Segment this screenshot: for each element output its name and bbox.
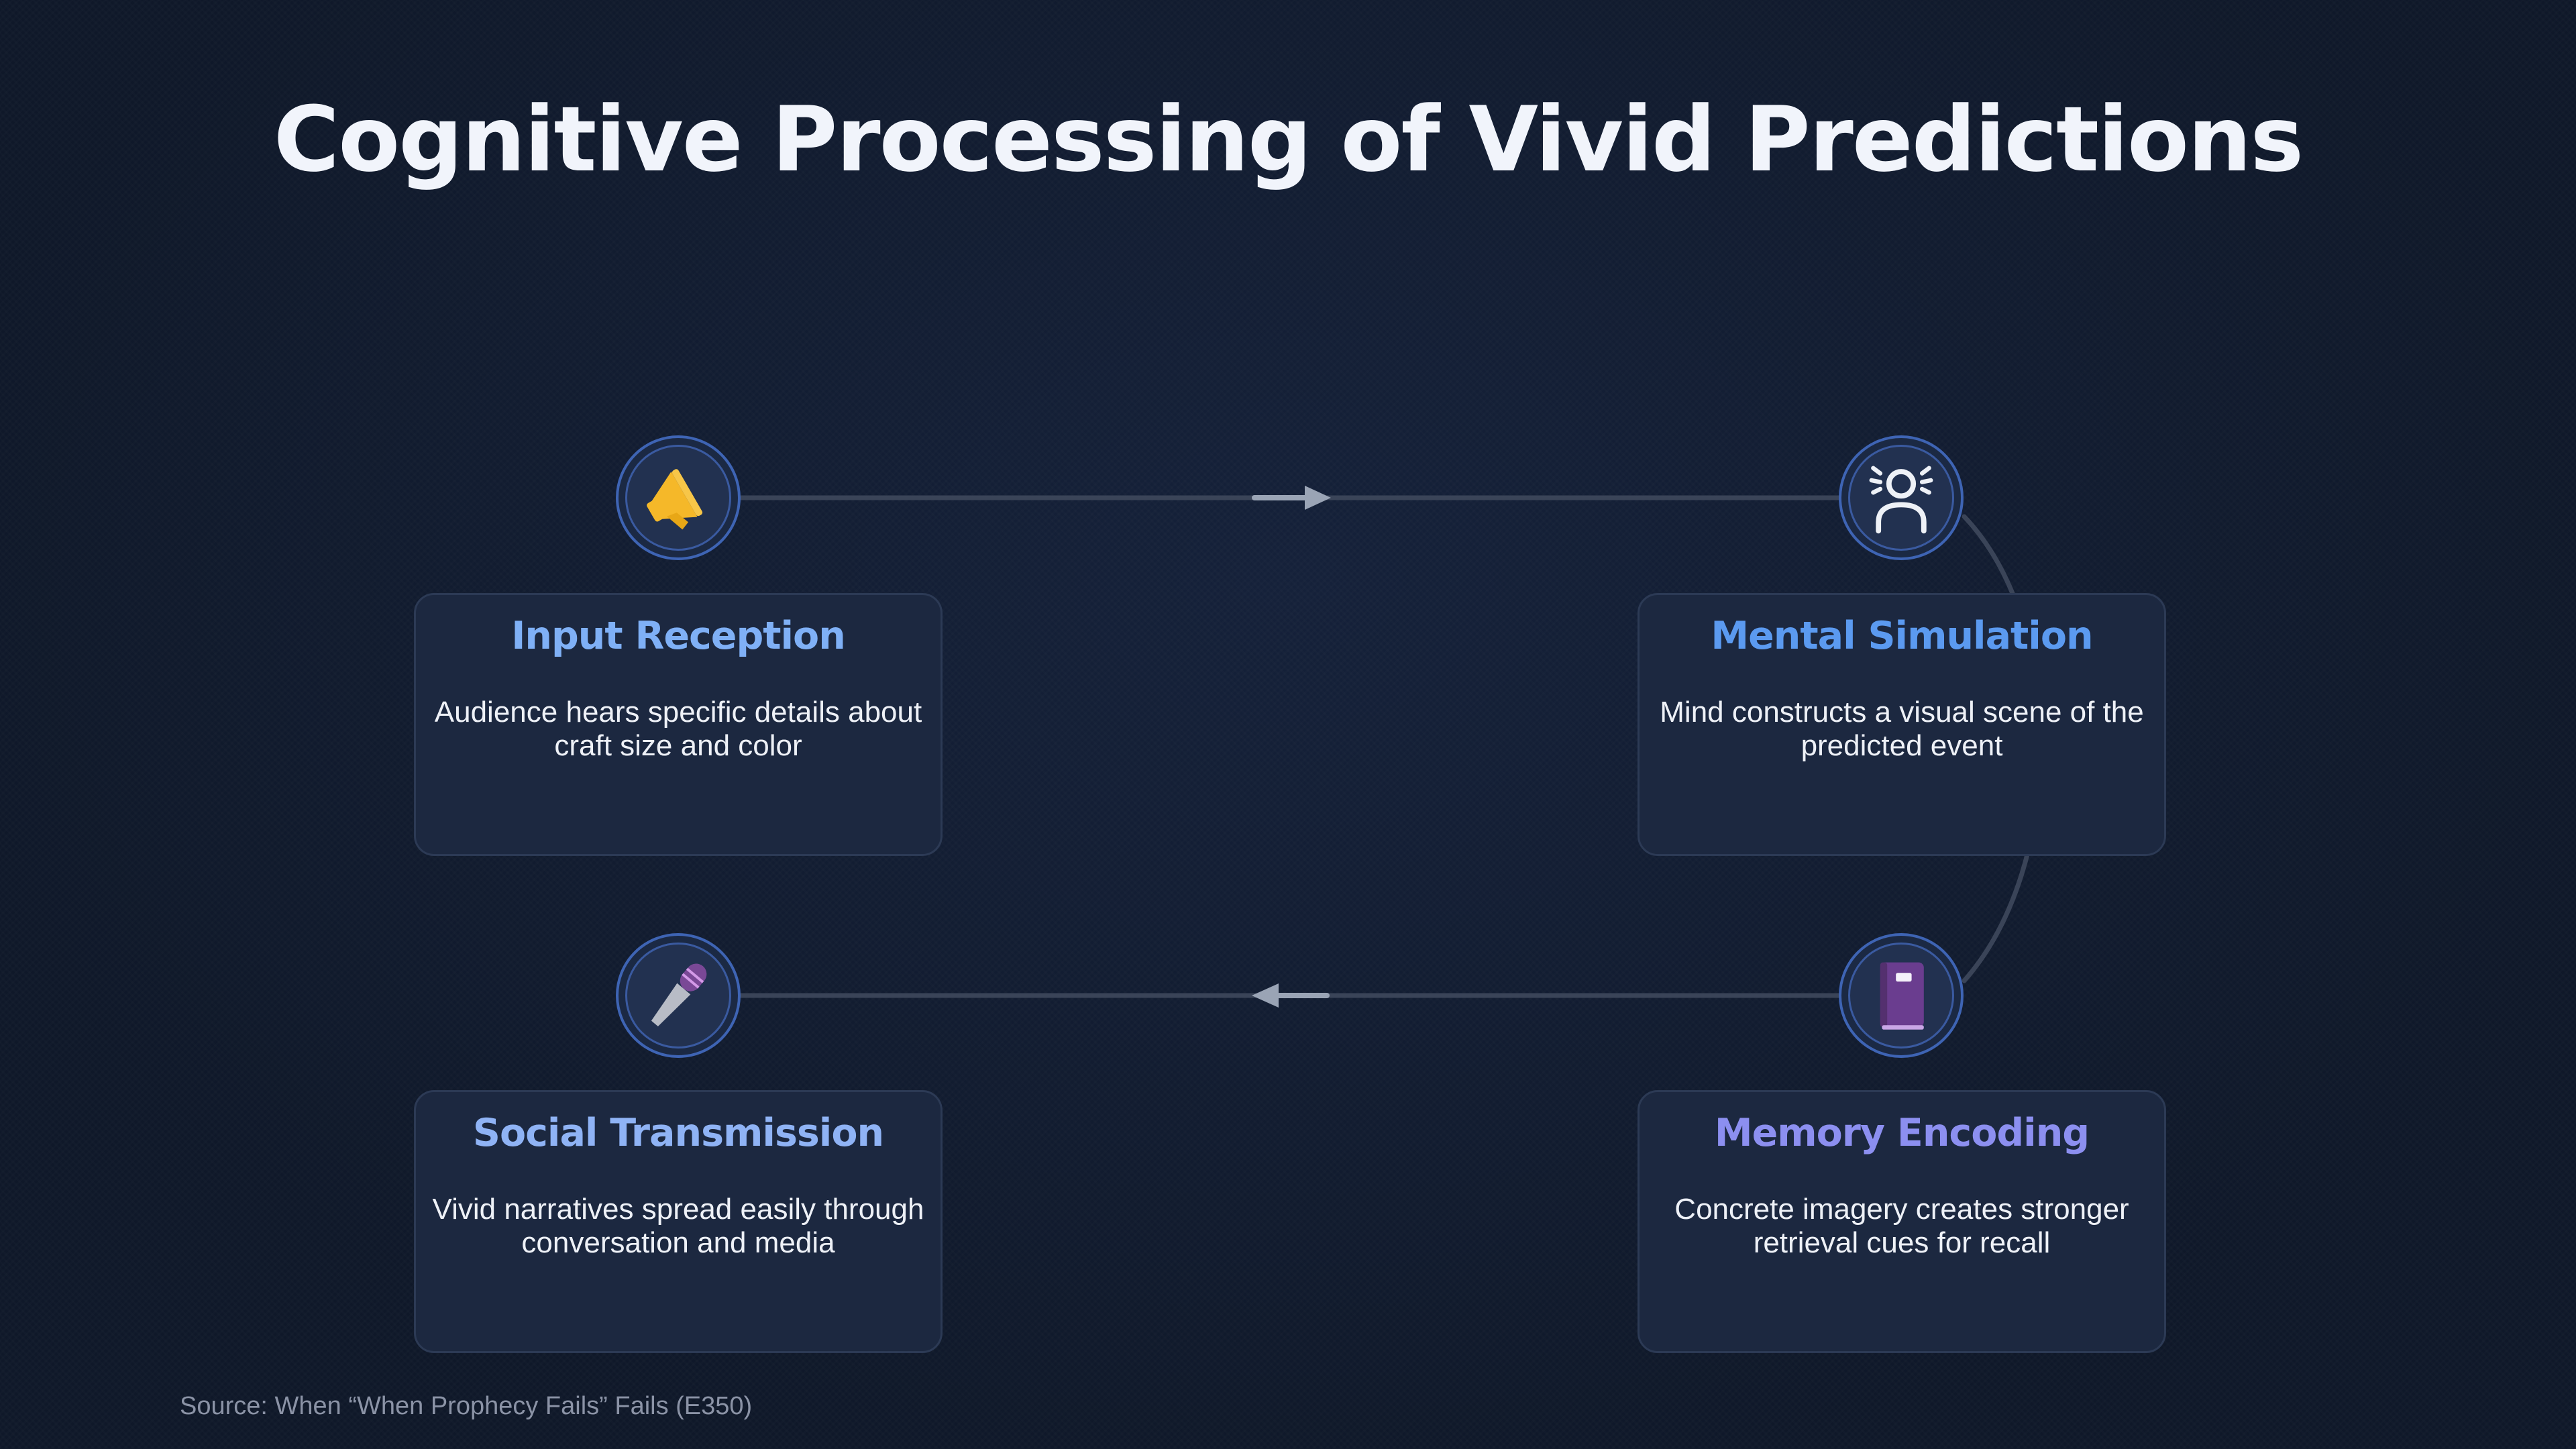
arrow-right-icon: [1252, 486, 1331, 510]
page-title: Cognitive Processing of Vivid Prediction…: [273, 87, 2304, 192]
megaphone-icon: [647, 469, 703, 530]
step-card-social-transmission: Social Transmission Vivid narratives spr…: [414, 1090, 943, 1353]
microphone-icon: [651, 963, 707, 1027]
step-icon-circle-social-transmission: [616, 933, 741, 1058]
arrow-left-icon: [1252, 983, 1330, 1008]
notebook-icon: [1880, 962, 1924, 1030]
step-title: Memory Encoding: [1714, 1111, 2090, 1155]
person-thinking-icon: [1869, 466, 1933, 534]
step-title: Mental Simulation: [1711, 614, 2093, 658]
step-icon-circle-mental-simulation: [1839, 435, 1964, 560]
step-description: Concrete imagery creates stronger retrie…: [1674, 1193, 2129, 1259]
step-icon-circle-memory-encoding: [1839, 933, 1964, 1058]
step-title: Input Reception: [511, 614, 846, 658]
step-card-mental-simulation: Mental Simulation Mind constructs a visu…: [1638, 593, 2166, 856]
step-card-input-reception: Input Reception Audience hears specific …: [414, 593, 943, 856]
step-icon-circle-input-reception: [616, 435, 741, 560]
step-title: Social Transmission: [472, 1111, 884, 1155]
step-description: Audience hears specific details about cr…: [434, 696, 922, 762]
step-description: Vivid narratives spread easily through c…: [432, 1193, 924, 1259]
source-citation: Source: When “When Prophecy Fails” Fails…: [180, 1392, 753, 1420]
step-card-memory-encoding: Memory Encoding Concrete imagery creates…: [1638, 1090, 2166, 1353]
step-description: Mind constructs a visual scene of the pr…: [1660, 696, 2144, 762]
